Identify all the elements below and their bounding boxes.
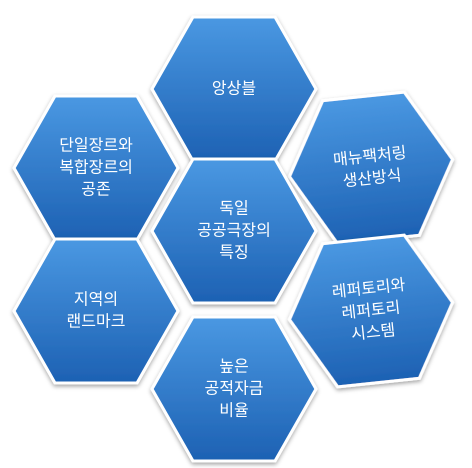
hexagon-label: 비율 [219,401,248,420]
hexagon-label: 앙상블 [212,79,256,98]
hexagon-label: 높은 [219,357,248,376]
hexagon-label: 랜드마크 [67,312,126,331]
hexagon-shape [150,315,318,463]
hexagon-label: 시스템 [350,320,396,344]
hexagon-top: 앙상블 [150,15,318,163]
hexagon-label: 공적자금 [205,379,264,398]
hexagon-label: 공존 [81,180,110,199]
hexagon-label: 독일 [219,199,248,218]
hexagon-label: 단일장르와 [59,136,133,155]
hexagon-shape [287,233,455,389]
hexagon-label: 지역의 [74,290,118,309]
hexagon-label: 공공극장의 [197,221,271,240]
hexagon-shape [12,237,180,385]
hexagon-label: 복합장르의 [59,158,133,177]
hexagon-label: 특징 [219,243,248,262]
hexagon-shape [150,157,318,305]
